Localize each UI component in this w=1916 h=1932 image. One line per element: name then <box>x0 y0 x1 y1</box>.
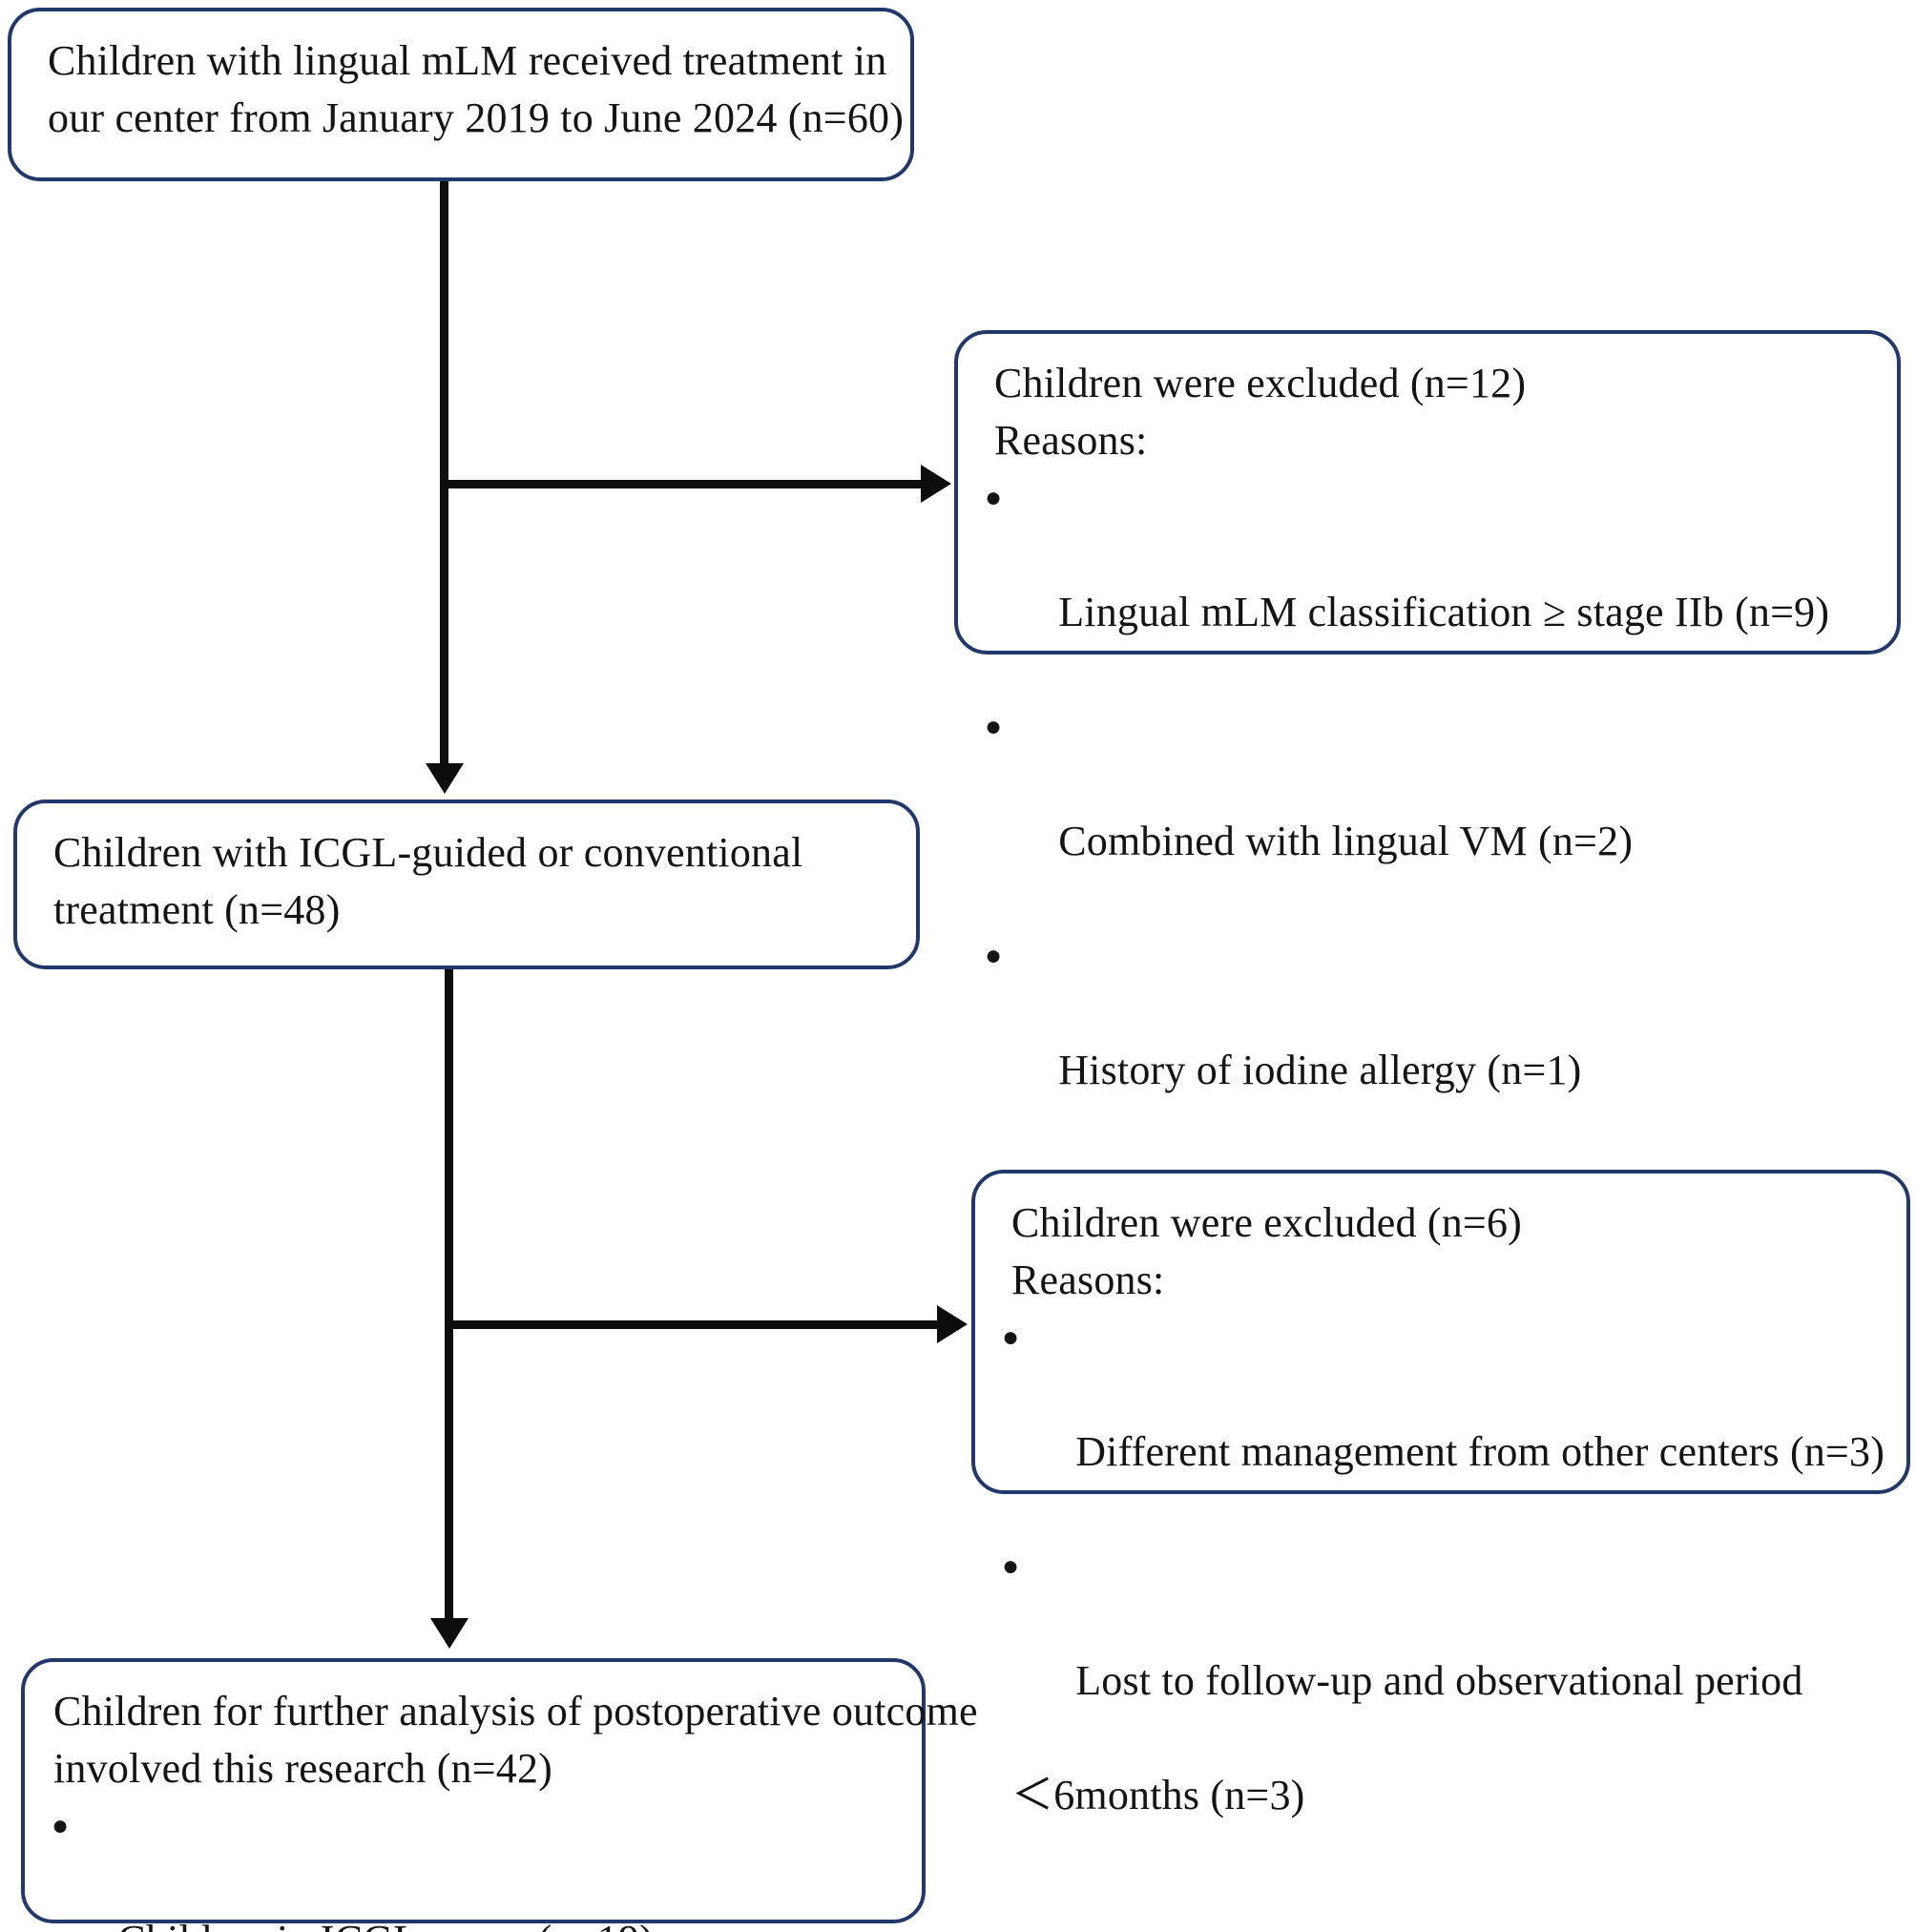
node-enrollment: Children with lingual mLM received treat… <box>8 8 914 181</box>
excluded-2-reason-1: ● Different management from other center… <box>1000 1309 1885 1538</box>
excluded-2-heading: Children were excluded (n=6) <box>1011 1199 1522 1246</box>
connector-enrollment-to-eligible-line <box>440 181 448 769</box>
excluded-1-reason-2: ● Combined with lingual VM (n=2) <box>983 698 1872 927</box>
excluded-2-reason-2-continuation: ＜6months (n=3) <box>1011 1772 1305 1818</box>
bullet-icon: ● <box>1002 1321 1020 1353</box>
connector-enrollment-to-excluded-line <box>440 480 927 488</box>
excluded-1-reason-3-text: History of iodine allergy (n=1) <box>1058 1047 1582 1093</box>
node-eligible: Children with ICGL-guided or conventiona… <box>13 800 920 969</box>
bullet-icon: ● <box>52 1810 70 1841</box>
excluded-1-heading: Children were excluded (n=12) <box>994 360 1527 406</box>
arrow-right-icon <box>937 1305 968 1343</box>
enrollment-line-2: our center from January 2019 to June 202… <box>48 94 905 141</box>
excluded-1-reason-1-text: Lingual mLM classification ≥ stage IIb (… <box>1058 589 1830 635</box>
excluded-2-reason-2: ● Lost to follow-up and observational pe… <box>1000 1538 1882 1767</box>
arrow-right-icon <box>921 465 951 503</box>
bullet-icon: ● <box>985 940 1003 971</box>
connector-eligible-to-excluded-line <box>445 1320 943 1329</box>
analysis-group-1-text: Children in ICGL group (n=19) <box>117 1917 654 1932</box>
node-excluded-first: Children were excluded (n=12) Reasons: ●… <box>954 330 1901 1093</box>
analysis-line-2: involved this research (n=42) <box>53 1745 553 1792</box>
excluded-1-reasons-label: Reasons: <box>994 417 1148 464</box>
node-analysis: Children for further analysis of postope… <box>21 1658 978 1932</box>
analysis-line-1: Children for further analysis of postope… <box>53 1688 978 1735</box>
bullet-icon: ● <box>1002 1550 1020 1582</box>
arrow-down-icon <box>426 763 464 794</box>
bullet-icon: ● <box>985 711 1003 742</box>
node-excluded-second: Children were excluded (n=6) Reasons: ● … <box>971 1170 1910 1818</box>
excluded-2-reason-2-text: Lost to follow-up and observational peri… <box>1075 1657 1803 1704</box>
excluded-2-reasons-label: Reasons: <box>1011 1257 1165 1303</box>
eligible-line-2: treatment (n=48) <box>53 886 341 933</box>
connector-eligible-to-analysis-line <box>445 969 453 1624</box>
eligible-line-1: Children with ICGL-guided or conventiona… <box>53 829 803 876</box>
excluded-1-reason-3: ● History of iodine allergy (n=1) <box>983 927 1872 1156</box>
bullet-icon: ● <box>985 482 1003 513</box>
excluded-1-reason-2-text: Combined with lingual VM (n=2) <box>1058 818 1634 864</box>
arrow-down-icon <box>430 1618 469 1649</box>
excluded-1-reason-1: ● Lingual mLM classification ≥ stage IIb… <box>983 469 1872 698</box>
excluded-2-reason-1-text: Different management from other centers … <box>1075 1428 1885 1475</box>
analysis-group-1: ● Children in ICGL group (n=19) <box>50 1797 897 1932</box>
enrollment-line-1: Children with lingual mLM received treat… <box>48 37 887 84</box>
